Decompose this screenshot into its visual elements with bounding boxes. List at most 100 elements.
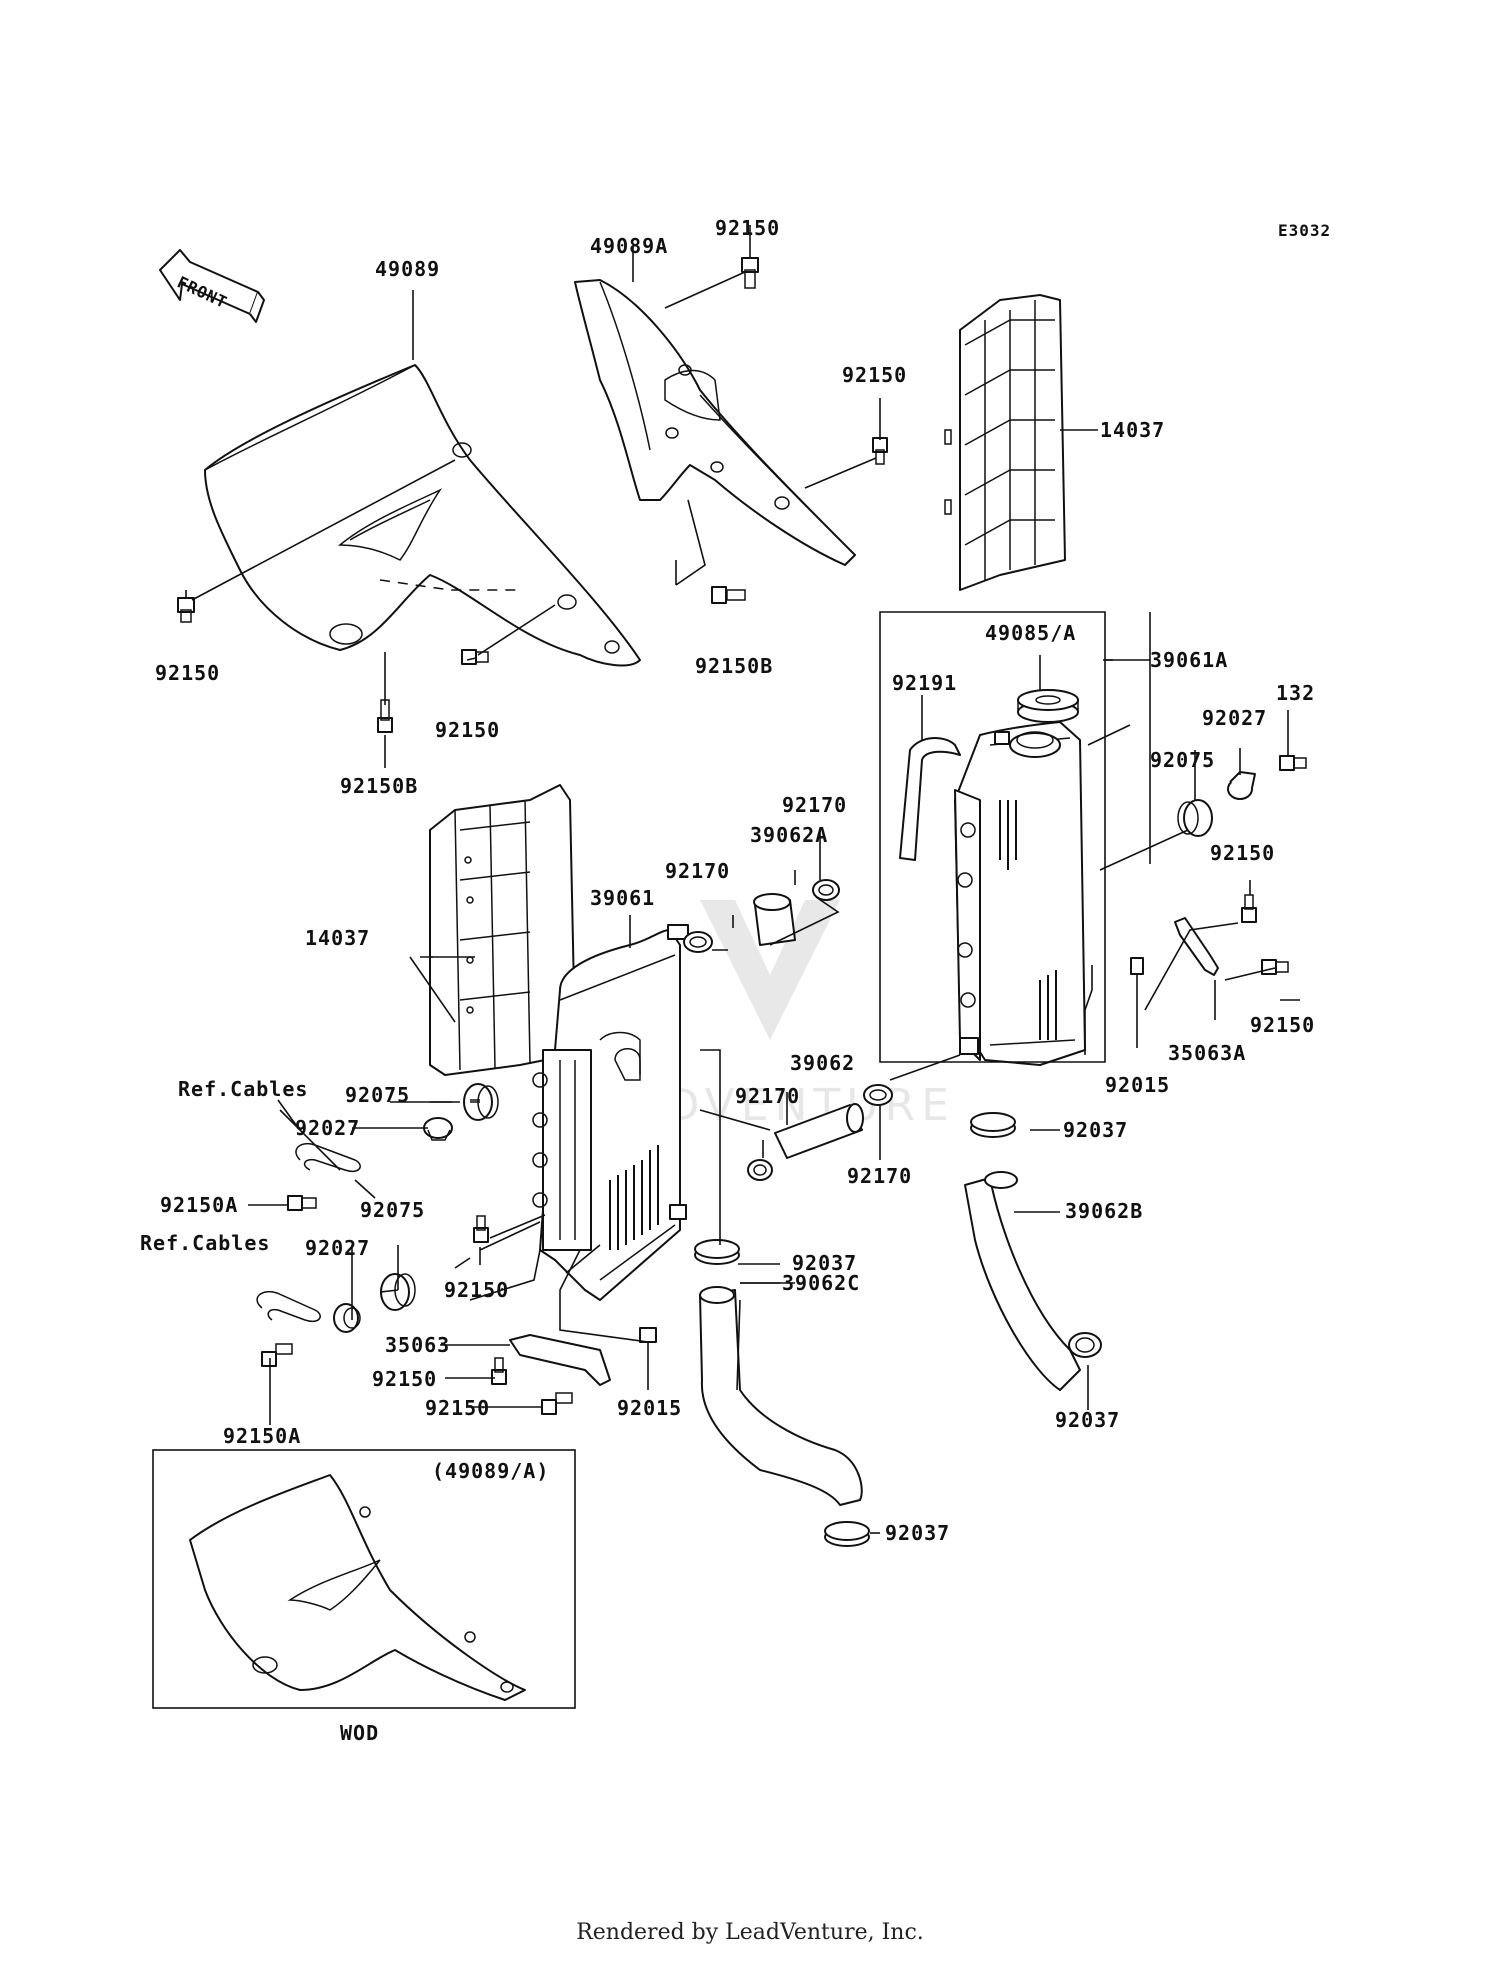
bolt-132 (1279, 755, 1307, 771)
label-92037-a: 92037 (1063, 1118, 1128, 1142)
hose-39062A (753, 893, 796, 946)
label-92150-r2: 92150 (1250, 1013, 1315, 1037)
inset-box (152, 1449, 576, 1709)
bolt-92150-m3 (541, 1392, 573, 1415)
grommet-92075-r (1177, 799, 1213, 837)
radiator-louver-left (429, 784, 576, 1076)
clamp-92037-d (824, 1521, 870, 1547)
label-49085A: 49085/A (985, 621, 1076, 645)
label-92075-l: 92075 (345, 1083, 410, 1107)
inset-shroud (189, 1474, 526, 1701)
label-132: 132 (1276, 681, 1315, 705)
label-92150-c: 92150 (435, 718, 500, 742)
label-49089: 49089 (375, 257, 440, 281)
clamp-92170-c (747, 1159, 773, 1181)
label-14037-r: 14037 (1100, 418, 1165, 442)
collar-92027-l (423, 1117, 453, 1141)
label-39061A: 39061A (1150, 648, 1228, 672)
bolt-92150-r1 (1241, 894, 1257, 923)
label-92027-l2: 92027 (305, 1236, 370, 1260)
label-92170-d: 92170 (847, 1164, 912, 1188)
clamp-92170-b (683, 931, 713, 953)
label-92027-l: 92027 (295, 1116, 360, 1140)
front-direction-arrow: FRONT (159, 249, 265, 323)
bolt-92150-c (461, 649, 489, 665)
radiator-left (532, 924, 689, 1301)
label-92150-m3: 92150 (425, 1396, 490, 1420)
label-92150-m2: 92150 (372, 1367, 437, 1391)
label-92150-left: 92150 (155, 661, 220, 685)
label-39062B: 39062B (1065, 1199, 1143, 1223)
bolt-92150-r2 (1261, 959, 1289, 975)
bolt-92150-m2 (491, 1357, 507, 1385)
radiator-right (954, 721, 1086, 1066)
label-35063A: 35063A (1168, 1041, 1246, 1065)
ref-cable-clip-1 (295, 1143, 361, 1172)
bolt-92150B-left (377, 699, 393, 733)
radiator-shroud-left (204, 364, 641, 667)
clamp-92170-d (863, 1084, 893, 1106)
ref-cable-clip-2 (256, 1291, 321, 1322)
label-39061: 39061 (590, 886, 655, 910)
label-ref-cables-1: Ref.Cables (178, 1077, 308, 1101)
bolt-icons (177, 257, 1307, 1415)
label-92150B-mid: 92150B (695, 654, 773, 678)
clip-92015-r (1130, 957, 1144, 975)
hose-39062C (699, 1286, 863, 1506)
bolt-92150-left (177, 597, 195, 623)
label-ref-cables-2: Ref.Cables (140, 1231, 270, 1255)
label-92150A-2: 92150A (223, 1424, 301, 1448)
label-92150-b: 92150 (842, 363, 907, 387)
hose-39062B (964, 1171, 1081, 1391)
hose-39062 (774, 1103, 864, 1159)
clamp-92037-c (1068, 1332, 1102, 1358)
label-92075-l2: 92075 (360, 1198, 425, 1222)
label-92150A-1: 92150A (160, 1193, 238, 1217)
label-92037-c: 92037 (1055, 1408, 1120, 1432)
label-39062A: 39062A (750, 823, 828, 847)
label-14037-l: 14037 (305, 926, 370, 950)
label-92015-l: 92015 (617, 1396, 682, 1420)
collar-92027-r (1227, 771, 1256, 800)
label-92037-d: 92037 (885, 1521, 950, 1545)
label-92150B-left: 92150B (340, 774, 418, 798)
label-92150-r1: 92150 (1210, 841, 1275, 865)
bolt-92150-b (872, 437, 888, 465)
bracket-35063 (509, 1334, 611, 1386)
clamp-92037-a (970, 1112, 1016, 1138)
label-92170-c: 92170 (735, 1084, 800, 1108)
part-labels: E3032 49089 49089A 92150 92150 14037 921… (140, 216, 1331, 1745)
grommet-92075-l (463, 1083, 499, 1121)
diagram-code: E3032 (1278, 221, 1331, 240)
label-39062C: 39062C (782, 1271, 860, 1295)
label-92027-r: 92027 (1202, 706, 1267, 730)
label-35063: 35063 (385, 1333, 450, 1357)
footer-credit: Rendered by LeadVenture, Inc. (576, 1920, 924, 1945)
clamp-92037-b (694, 1239, 740, 1265)
hose-92191 (899, 737, 961, 861)
clamp-92170-a (812, 879, 840, 901)
label-39062: 39062 (790, 1051, 855, 1075)
label-49089A: 49089A (590, 234, 668, 258)
collar-92027-l2 (333, 1303, 361, 1333)
bolt-92150A-1 (287, 1195, 317, 1211)
clip-92015-l (639, 1327, 657, 1343)
inset-caption: WOD (340, 1721, 379, 1745)
radiator-shroud-right (574, 279, 856, 566)
label-92191: 92191 (892, 671, 957, 695)
label-92037-b: 92037 (792, 1251, 857, 1275)
label-92170-b: 92170 (665, 859, 730, 883)
radiator-louver-right (944, 294, 1066, 591)
inset-title: (49089/A) (432, 1459, 549, 1483)
label-92015-r: 92015 (1105, 1073, 1170, 1097)
label-92150-top: 92150 (715, 216, 780, 240)
label-92170-a: 92170 (782, 793, 847, 817)
bolt-92150A-2 (261, 1343, 293, 1367)
bolt-92150-m (473, 1215, 489, 1243)
label-92150-m: 92150 (444, 1278, 509, 1302)
assembly-box-39061A (879, 611, 1106, 1063)
radiator-cap (1017, 689, 1079, 723)
label-92075-r: 92075 (1150, 748, 1215, 772)
bolt-92150B-mid (711, 586, 746, 604)
